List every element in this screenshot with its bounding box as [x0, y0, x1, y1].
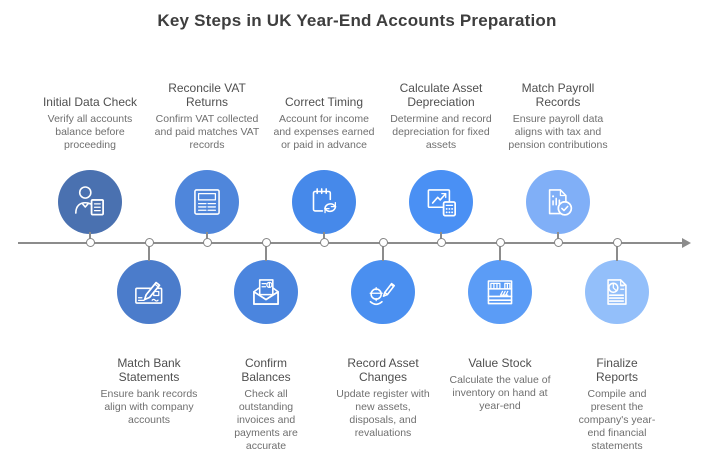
chart-calculator-icon [409, 170, 473, 234]
pencil-register-icon [351, 260, 415, 324]
report-pie-icon [585, 260, 649, 324]
cheque-pen-icon [117, 260, 181, 324]
step-text: Initial Data Check Verify all accounts b… [37, 95, 143, 152]
payroll-check-icon [526, 170, 590, 234]
step-text: Correct Timing Account for income and ex… [272, 95, 376, 152]
person-document-icon [58, 170, 122, 234]
step-description: Account for income and expenses earned o… [273, 112, 375, 151]
timeline-node [144, 238, 154, 247]
timeline-arrow-icon [682, 238, 691, 248]
step-title: Record Asset Changes [347, 356, 419, 385]
calendar-sync-icon [292, 170, 356, 234]
timeline-node [85, 238, 95, 247]
step-title: Match Payroll Records [521, 80, 595, 109]
step-text: Calculate Asset Depreciation Determine a… [379, 81, 503, 152]
timeline-node [378, 238, 388, 247]
step-title: Initial Data Check [42, 94, 138, 109]
connector-stem [89, 232, 91, 240]
connector-stem [499, 246, 501, 261]
step-description: Check all outstanding invoices and payme… [234, 388, 298, 453]
timeline-node [261, 238, 271, 247]
step-title: Value Stock [468, 356, 532, 370]
timeline-node [553, 238, 563, 247]
timeline-node [319, 238, 329, 247]
connector-stem [382, 246, 384, 261]
step-description: Compile and present the company's year-e… [578, 388, 656, 453]
form-document-icon [175, 170, 239, 234]
step-description: Update register with new assets, disposa… [336, 388, 430, 440]
step-text: Value Stock Calculate the value of inven… [443, 356, 557, 413]
timeline-node [202, 238, 212, 247]
connector-stem [206, 232, 208, 240]
step-text: Record Asset Changes Update register wit… [331, 356, 435, 440]
timeline-node [612, 238, 622, 247]
step-description: Ensure bank records align with company a… [100, 388, 198, 427]
step-text: Confirm Balances Check all outstanding i… [222, 356, 310, 453]
connector-stem [265, 246, 267, 261]
step-description: Calculate the value of inventory on hand… [449, 374, 551, 413]
timeline-node [436, 238, 446, 247]
step-text: Finalize Reports Compile and present the… [575, 356, 659, 453]
inventory-shelf-icon [468, 260, 532, 324]
step-description: Determine and record depreciation for fi… [390, 112, 492, 151]
connector-stem [440, 232, 442, 240]
envelope-invoice-icon [234, 260, 298, 324]
connector-stem [323, 232, 325, 240]
connector-stem [557, 232, 559, 240]
connector-stem [148, 246, 150, 261]
step-text: Match Payroll Records Ensure payroll dat… [502, 81, 614, 152]
page-title: Key Steps in UK Year-End Accounts Prepar… [157, 11, 557, 30]
step-title: Calculate Asset Depreciation [399, 80, 483, 109]
step-title: Match Bank Statements [117, 356, 181, 385]
timeline-node [495, 238, 505, 247]
step-description: Ensure payroll data aligns with tax and … [508, 112, 608, 151]
connector-stem [616, 246, 618, 261]
step-description: Confirm VAT collected and paid matches V… [154, 112, 260, 151]
step-text: Match Bank Statements Ensure bank record… [93, 356, 205, 427]
step-title: Reconcile VAT Returns [168, 80, 246, 109]
step-text: Reconcile VAT Returns Confirm VAT collec… [154, 81, 260, 152]
step-title: Correct Timing [284, 94, 364, 109]
step-title: Finalize Reports [595, 356, 639, 385]
timeline-axis [18, 242, 684, 244]
step-description: Verify all accounts balance before proce… [47, 112, 133, 151]
step-title: Confirm Balances [241, 356, 291, 385]
